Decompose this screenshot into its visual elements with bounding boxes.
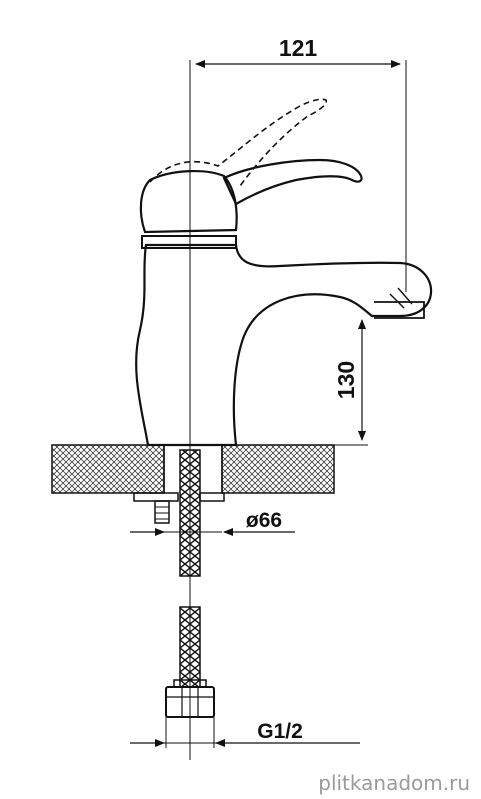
dimension-hole-diameter: ø66 bbox=[130, 509, 295, 536]
dimension-thread: G1/2 bbox=[130, 717, 360, 748]
mounting-fastener bbox=[133, 492, 225, 524]
countertop bbox=[51, 444, 335, 494]
dimension-height: 130 bbox=[230, 319, 368, 446]
dimension-hole-diameter-label: ø66 bbox=[246, 509, 282, 532]
watermark-text: plitkanadom.ru bbox=[318, 771, 470, 795]
dimension-height-label: 130 bbox=[333, 361, 359, 399]
dimension-width-label: 121 bbox=[279, 35, 318, 61]
faucet-handle bbox=[139, 158, 363, 234]
dimension-thread-label: G1/2 bbox=[257, 720, 303, 743]
dimension-width: 121 bbox=[195, 35, 407, 292]
handle-raised-outline bbox=[149, 98, 328, 187]
faucet-body bbox=[135, 235, 433, 447]
